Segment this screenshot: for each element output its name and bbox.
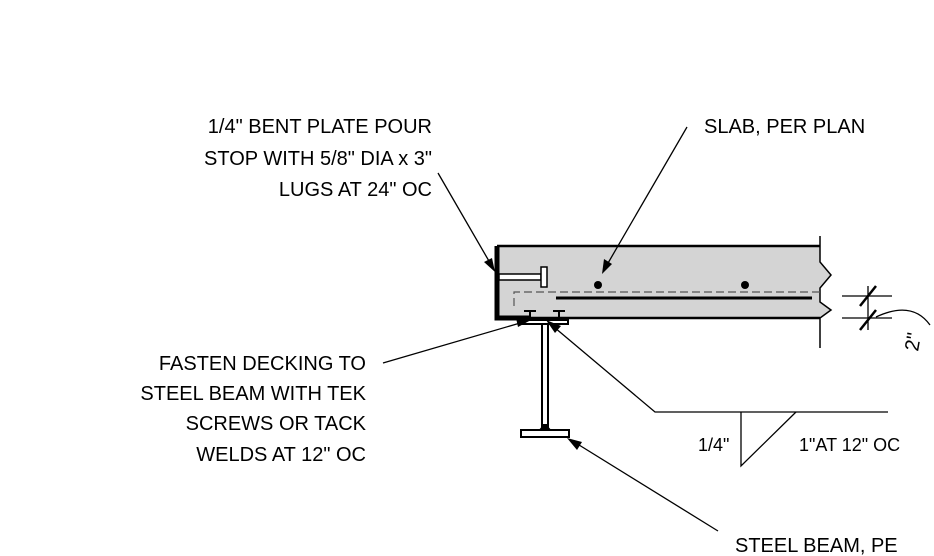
steel-beam-label: STEEL BEAM, PE <box>735 535 898 556</box>
lug-stud <box>498 273 542 281</box>
pour-stop-label: 1/4" BENT PLATE POUR STOP WITH 5/8" DIA … <box>204 116 432 201</box>
weld-size-label: 1/4" <box>698 435 729 455</box>
steel-beam-section <box>520 319 570 438</box>
metal-deck-dashed <box>513 291 820 309</box>
arrowhead-fasten <box>516 318 531 327</box>
pour-stop-line-3: LUGS AT 24" OC <box>279 179 432 201</box>
pour-stop-line-1: 1/4" BENT PLATE POUR <box>208 116 432 138</box>
arrowhead-weld <box>546 320 561 333</box>
dimension-marks <box>842 285 931 331</box>
weld-spacing-label: 1"AT 12" OC <box>799 435 900 455</box>
arrowhead-pour-stop <box>484 258 495 272</box>
rebar-dot <box>594 281 602 289</box>
fasten-line-3: SCREWS OR TACK <box>186 413 367 435</box>
bent-plate-pour-stop <box>494 246 530 321</box>
leader-steel-beam <box>570 439 719 532</box>
beam-fillet <box>538 424 552 430</box>
slab-break-line <box>819 236 833 348</box>
arrowhead-slab <box>602 259 612 274</box>
lug-head <box>540 266 548 288</box>
fasten-line-1: FASTEN DECKING TO <box>159 353 366 375</box>
fasten-label: FASTEN DECKING TO STEEL BEAM WITH TEK SC… <box>140 353 366 466</box>
leader-fasten <box>382 320 528 364</box>
leader-pour-stop <box>437 172 494 269</box>
fasten-line-4: WELDS AT 12" OC <box>196 444 366 466</box>
weld-symbol-leader <box>547 321 888 413</box>
leader-slab <box>603 126 688 271</box>
dimension-label: 2" <box>901 331 926 353</box>
rebar-dot <box>741 281 749 289</box>
concrete-slab <box>497 246 831 318</box>
fillet-weld-symbol <box>740 411 797 468</box>
pour-stop-line-2: STOP WITH 5/8" DIA x 3" <box>204 148 432 170</box>
slab-label: SLAB, PER PLAN <box>704 116 865 138</box>
fasten-line-2: STEEL BEAM WITH TEK <box>140 383 366 405</box>
arrowhead-steel-beam <box>567 438 582 450</box>
